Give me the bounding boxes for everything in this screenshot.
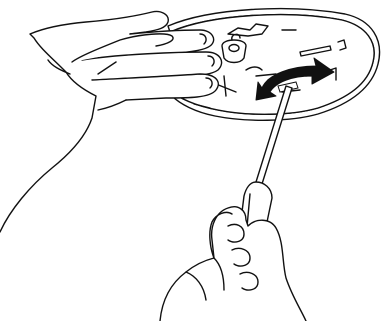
left-hand-icon <box>0 11 222 232</box>
right-hand-icon <box>160 207 306 321</box>
